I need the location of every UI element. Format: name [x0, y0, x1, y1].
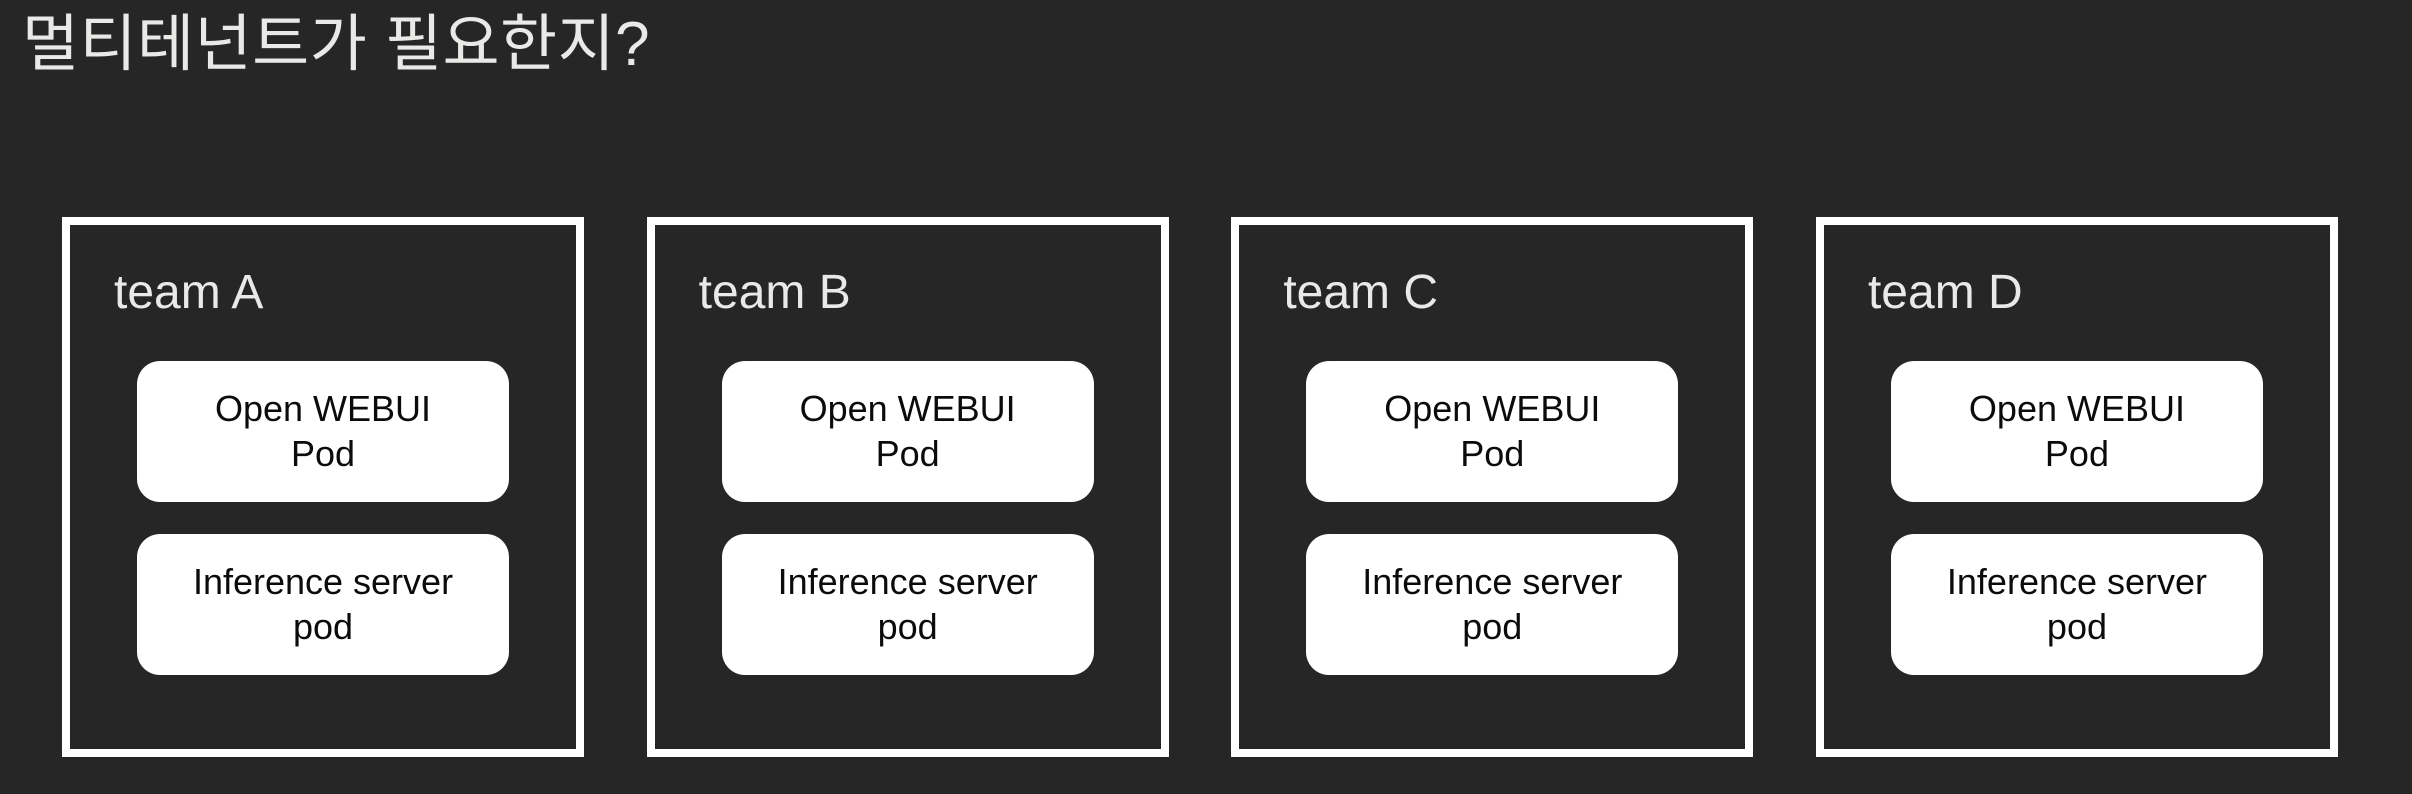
team-boxes-row: team A Open WEBUI Pod Inference server p… — [62, 217, 2338, 759]
team-box-d[interactable]: team D Open WEBUI Pod Inference server p… — [1815, 217, 2338, 757]
team-box-c[interactable]: team C Open WEBUI Pod Inference server p… — [1231, 217, 1754, 757]
team-box-a[interactable]: team A Open WEBUI Pod Inference server p… — [62, 217, 584, 757]
team-label-d: team D — [1867, 266, 2023, 319]
open-webui-pod-label-d: Open WEBUI Pod — [1968, 387, 2185, 474]
open-webui-pod-c[interactable]: Open WEBUI Pod — [1306, 361, 1679, 502]
pod-list-c: Open WEBUI Pod Inference server pod — [1239, 361, 1745, 675]
inference-server-pod-label-a: Inference server pod — [192, 560, 454, 647]
inference-server-pod-label-c: Inference server pod — [1362, 560, 1623, 647]
open-webui-pod-label-b: Open WEBUI Pod — [799, 387, 1016, 474]
open-webui-pod-label-c: Open WEBUI Pod — [1384, 387, 1601, 474]
inference-server-pod-label-b: Inference server pod — [777, 560, 1038, 647]
open-webui-pod-d[interactable]: Open WEBUI Pod — [1890, 361, 2263, 502]
inference-server-pod-label-d: Inference server pod — [1946, 560, 2208, 647]
inference-server-pod-c[interactable]: Inference server pod — [1306, 534, 1679, 675]
inference-server-pod-d[interactable]: Inference server pod — [1890, 534, 2263, 675]
pod-list-b: Open WEBUI Pod Inference server pod — [655, 361, 1161, 675]
open-webui-pod-a[interactable]: Open WEBUI Pod — [137, 361, 509, 502]
page-title: 멀티테넌트가 필요한지? — [22, 10, 651, 79]
team-label-b: team B — [698, 266, 851, 319]
open-webui-pod-b[interactable]: Open WEBUI Pod — [721, 361, 1094, 502]
team-label-a: team A — [114, 266, 264, 319]
pod-list-a: Open WEBUI Pod Inference server pod — [70, 361, 576, 675]
team-box-b[interactable]: team B Open WEBUI Pod Inference server p… — [646, 217, 1169, 757]
inference-server-pod-b[interactable]: Inference server pod — [721, 534, 1094, 675]
open-webui-pod-label-a: Open WEBUI Pod — [214, 387, 432, 474]
team-label-c: team C — [1283, 266, 1439, 319]
pod-list-d: Open WEBUI Pod Inference server pod — [1824, 361, 2330, 675]
inference-server-pod-a[interactable]: Inference server pod — [137, 534, 509, 675]
